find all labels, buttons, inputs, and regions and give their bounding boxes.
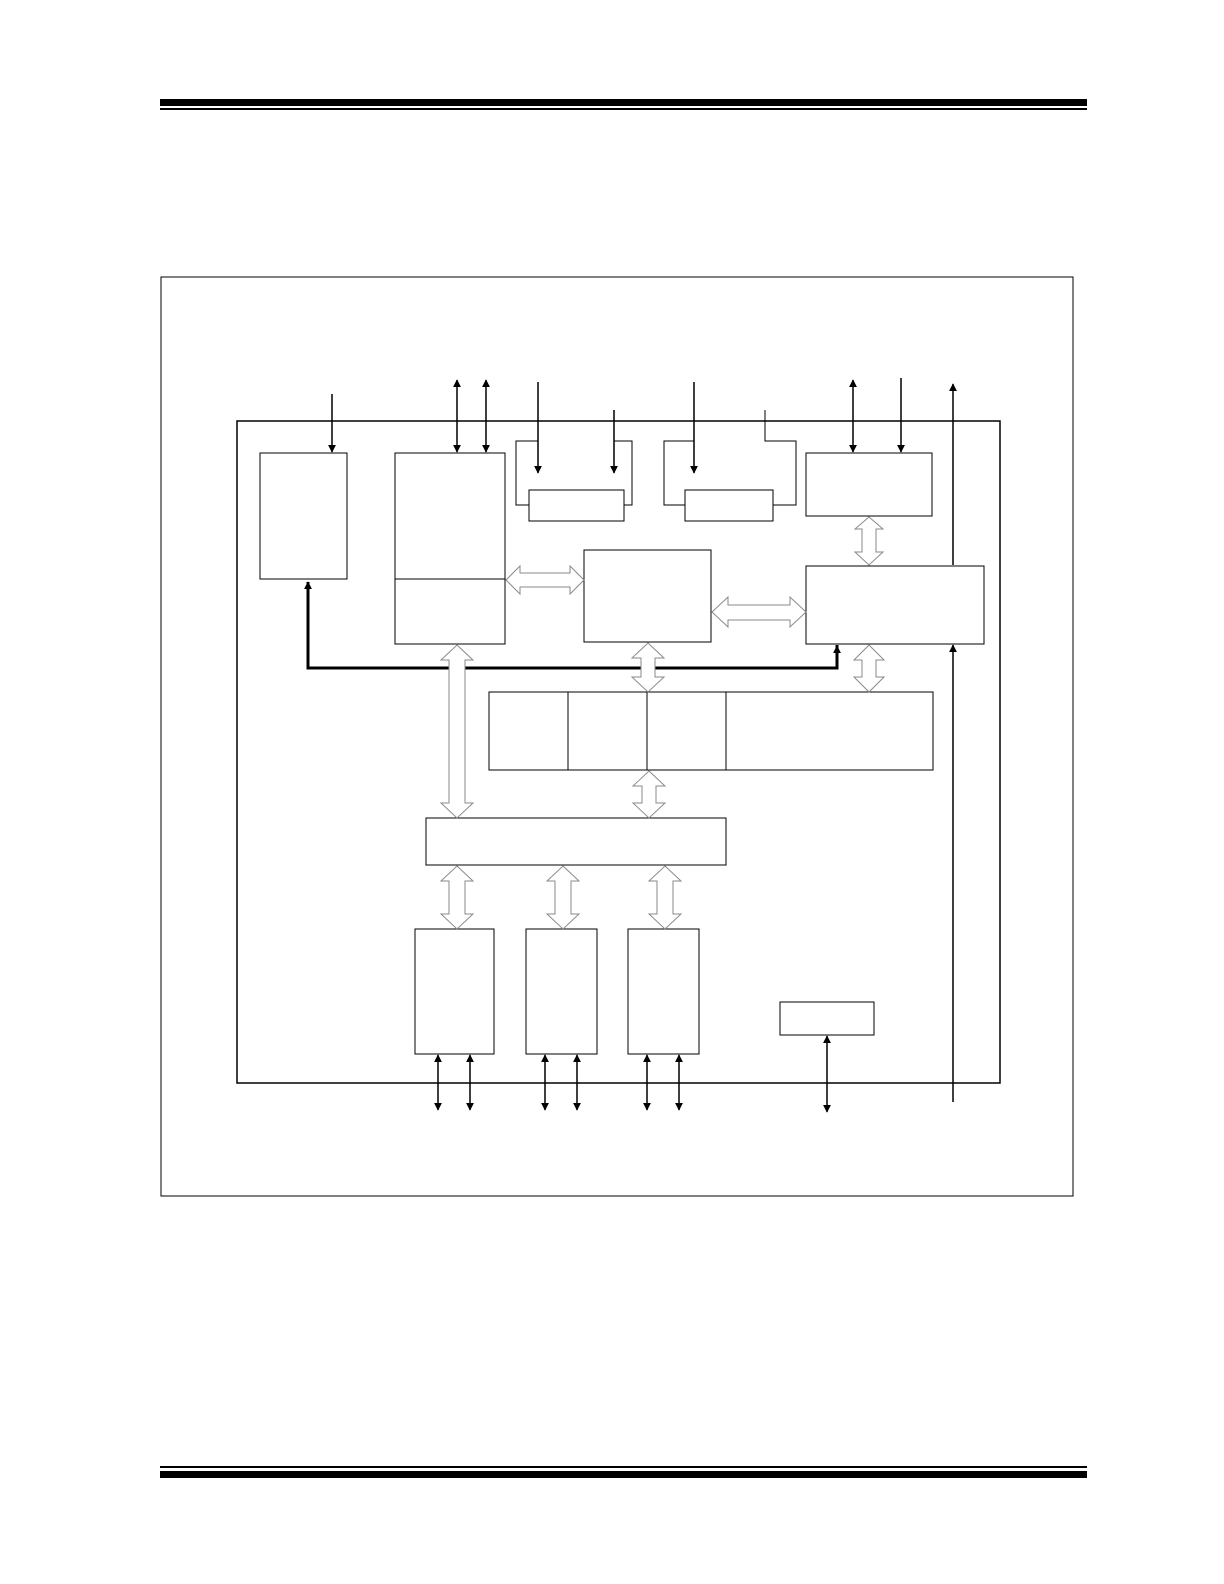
bus-arrow-interface-bus bbox=[439, 644, 475, 819]
block-top-right bbox=[805, 452, 933, 517]
block-small-2 bbox=[684, 489, 774, 522]
bracket-right-1 bbox=[614, 440, 633, 506]
block-central bbox=[583, 549, 712, 643]
bracket-left-1 bbox=[515, 440, 538, 506]
peripheral-2 bbox=[525, 928, 598, 1055]
internal-bus bbox=[425, 817, 727, 866]
footer-rule-thick bbox=[160, 1471, 1087, 1478]
bus-arrow-bus-peripheral-2 bbox=[545, 865, 581, 930]
block-right-middle bbox=[805, 565, 985, 645]
peripheral-1 bbox=[414, 928, 495, 1055]
bus-arrow-bus-peripheral-3 bbox=[647, 865, 683, 930]
header-rule-thin bbox=[160, 108, 1087, 110]
block-small-1 bbox=[528, 489, 625, 522]
bracket-right-2 bbox=[764, 410, 797, 506]
footer-rule-thin bbox=[160, 1466, 1087, 1468]
bus-arrow-bus-peripheral-1 bbox=[439, 865, 475, 930]
bracket-left-2 bbox=[663, 440, 694, 506]
feedback-path bbox=[306, 645, 839, 670]
register-row bbox=[488, 691, 934, 771]
header-rule-thick bbox=[160, 99, 1087, 106]
block-interface bbox=[394, 452, 506, 645]
block-bottom-right bbox=[779, 1001, 875, 1036]
bus-arrow-interface-central bbox=[505, 564, 585, 596]
bus-arrow-rightmiddle-registers bbox=[852, 644, 886, 693]
bus-arrow-central-right bbox=[711, 595, 807, 629]
device-boundary bbox=[236, 420, 1001, 1084]
bus-arrow-registers-bus bbox=[631, 770, 667, 819]
figure-frame bbox=[160, 276, 1074, 1197]
block-top-left bbox=[259, 452, 348, 580]
bus-arrow-topright-rightmiddle bbox=[853, 516, 885, 566]
bus-arrow-central-registers bbox=[630, 642, 666, 693]
peripheral-3 bbox=[627, 928, 700, 1055]
